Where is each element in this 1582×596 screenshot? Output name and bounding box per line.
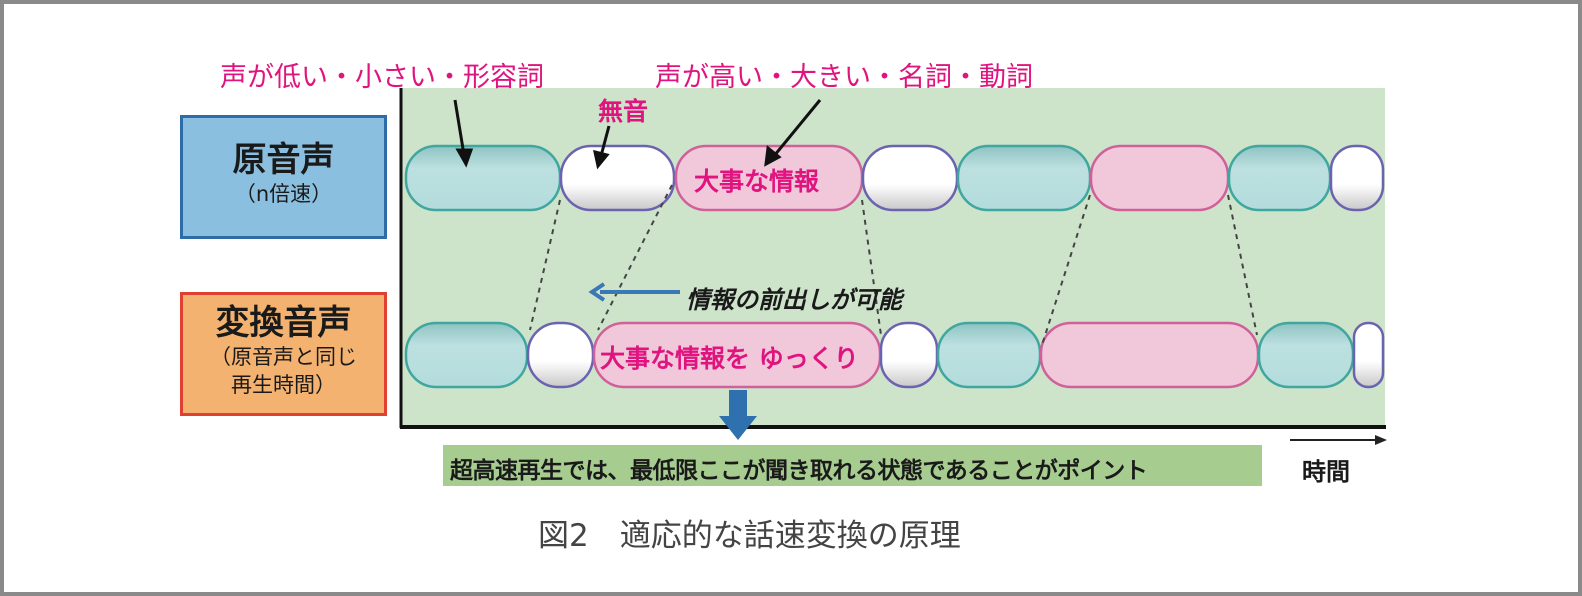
segment-important bbox=[1089, 144, 1230, 212]
figure-caption: 図2 適応的な話速変換の原理 bbox=[538, 518, 961, 554]
point-label: 超高速再生では、最低限ここが聞き取れる状態であることがポイント bbox=[450, 458, 1148, 484]
mapping-lines bbox=[529, 184, 1258, 346]
point-label-background bbox=[443, 445, 1262, 486]
advance-arrow bbox=[588, 282, 680, 302]
segment-low bbox=[1227, 144, 1332, 212]
time-axis-label: 時間 bbox=[1302, 458, 1350, 486]
segment-low bbox=[956, 144, 1092, 212]
pointer-arrows bbox=[453, 99, 822, 170]
converted-voice-title: 変換音声 bbox=[215, 303, 352, 343]
original-voice-title: 原音声 bbox=[232, 140, 335, 180]
segment-silence bbox=[559, 144, 676, 212]
segment-low bbox=[404, 321, 529, 389]
high-voice-label: 声が高い・大きい・名詞・動詞 bbox=[655, 62, 1033, 93]
segment-silence bbox=[526, 321, 595, 389]
converted-voice-subtitle-2: 再生時間） bbox=[231, 373, 336, 397]
segment-low bbox=[1257, 321, 1355, 389]
silence-label: 無音 bbox=[598, 97, 649, 126]
original-voice-box: 原音声 （n倍速） bbox=[180, 115, 387, 239]
segment-silence bbox=[879, 321, 939, 389]
down-arrow bbox=[719, 390, 757, 440]
important-info-slow-label: 大事な情報を ゆっくり bbox=[600, 344, 859, 373]
original-row bbox=[404, 144, 1385, 212]
segment-silence bbox=[1352, 321, 1385, 389]
segment-silence bbox=[861, 144, 959, 212]
converted-voice-box: 変換音声 （原音声と同じ 再生時間） bbox=[180, 292, 387, 416]
segment-low bbox=[936, 321, 1042, 389]
low-voice-label: 声が低い・小さい・形容詞 bbox=[220, 62, 544, 93]
converted-voice-subtitle-1: （原音声と同じ bbox=[210, 345, 357, 369]
segment-low bbox=[404, 144, 562, 212]
segment-important bbox=[1039, 321, 1260, 389]
segment-silence bbox=[1329, 144, 1385, 212]
important-info-label: 大事な情報 bbox=[694, 167, 820, 196]
time-arrow bbox=[1290, 435, 1387, 445]
original-voice-subtitle: （n倍速） bbox=[234, 182, 333, 206]
advance-info-label: 情報の前出しが可能 bbox=[686, 286, 902, 314]
converted-row bbox=[404, 321, 1385, 389]
